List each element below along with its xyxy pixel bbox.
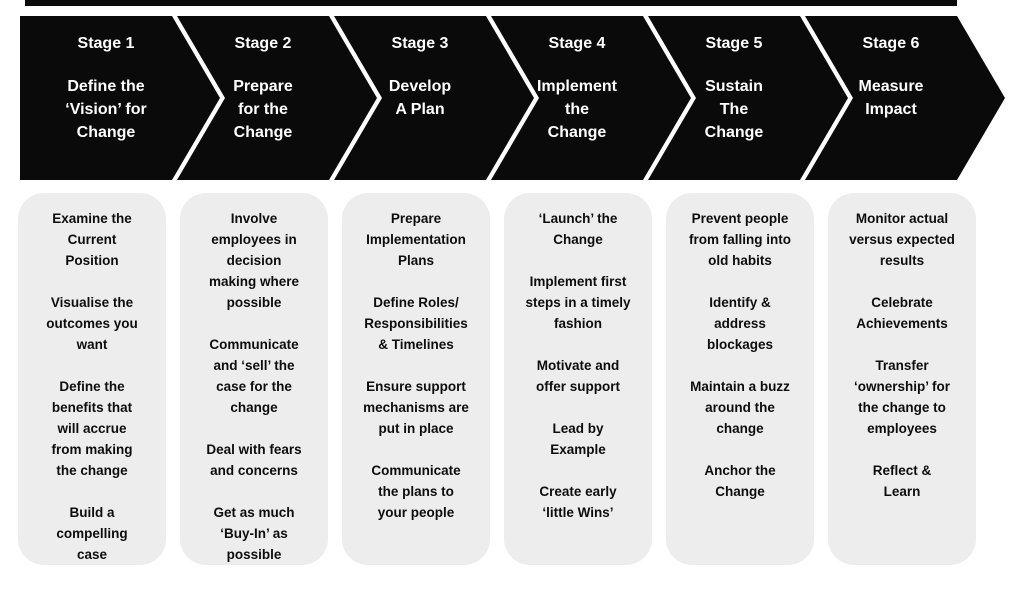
detail-item: Anchor the Change xyxy=(704,463,776,499)
detail-item: Transfer ‘ownership’ for the change to e… xyxy=(853,358,950,436)
detail-item: ‘Launch’ the Change xyxy=(538,211,618,247)
detail-item: Prepare Implementation Plans xyxy=(366,211,466,268)
stage-detail-boxes: Examine the Current Position Visualise t… xyxy=(18,193,976,565)
stage-label: Stage 5 xyxy=(705,35,763,52)
stage-title: Develop A Plan xyxy=(388,78,452,118)
stage-label: Stage 4 xyxy=(548,35,606,52)
stage-arrow-1: Stage 1 Define the ‘Vision’ for Change xyxy=(20,16,220,180)
stage-arrow-5: Stage 5 Sustain The Change xyxy=(648,16,848,180)
stage-arrow-band: Stage 1 Define the ‘Vision’ for Change S… xyxy=(20,16,1005,180)
stage-6-details-box: Monitor actual versus expected results C… xyxy=(828,193,976,565)
detail-item: Reflect & Learn xyxy=(872,463,932,499)
stage-1-details-box: Examine the Current Position Visualise t… xyxy=(18,193,166,565)
detail-item: Involve employees in decision making whe… xyxy=(208,211,300,310)
detail-item: Monitor actual versus expected results xyxy=(849,211,955,268)
detail-item: Ensure support mechanisms are put in pla… xyxy=(363,379,469,436)
stage-label: Stage 6 xyxy=(862,35,920,52)
detail-item: Implement first steps in a timely fashio… xyxy=(525,274,631,331)
detail-item: Maintain a buzz around the change xyxy=(690,379,790,436)
detail-item: Build a compelling case xyxy=(56,505,128,562)
detail-item: Communicate the plans to your people xyxy=(371,463,461,520)
detail-item: Get as much ‘Buy-In’ as possible xyxy=(213,505,295,562)
stage-title: Define the ‘Vision’ for Change xyxy=(65,78,147,141)
stage-label: Stage 1 xyxy=(77,35,135,52)
detail-item: Define the benefits that will accrue fro… xyxy=(51,379,133,478)
stage-title: Sustain The Change xyxy=(704,78,764,141)
stage-label: Stage 2 xyxy=(234,35,292,52)
detail-item: Create early ‘little Wins’ xyxy=(539,484,617,520)
detail-item: Deal with fears and concerns xyxy=(206,442,302,478)
stage-5-details-box: Prevent people from falling into old hab… xyxy=(666,193,814,565)
detail-item: Prevent people from falling into old hab… xyxy=(689,211,791,268)
top-crop-strip xyxy=(25,0,957,6)
detail-item: Communicate and ‘sell’ the case for the … xyxy=(209,337,299,415)
detail-item: Celebrate Achievements xyxy=(856,295,948,331)
stage-title: Measure Impact xyxy=(858,78,924,118)
stage-3-details-box: Prepare Implementation Plans Define Role… xyxy=(342,193,490,565)
stage-2-details-box: Involve employees in decision making whe… xyxy=(180,193,328,565)
detail-item: Identify & address blockages xyxy=(706,295,774,352)
detail-item: Visualise the outcomes you want xyxy=(46,295,138,352)
stage-title: Implement the Change xyxy=(536,78,617,141)
stage-title: Prepare for the Change xyxy=(233,78,293,141)
stage-label: Stage 3 xyxy=(391,35,449,52)
detail-item: Lead by Example xyxy=(550,421,606,457)
stage-4-details-box: ‘Launch’ the Change Implement first step… xyxy=(504,193,652,565)
detail-item: Examine the Current Position xyxy=(52,211,132,268)
detail-item: Motivate and offer support xyxy=(536,358,620,394)
detail-item: Define Roles/ Responsibilities & Timelin… xyxy=(364,295,468,352)
